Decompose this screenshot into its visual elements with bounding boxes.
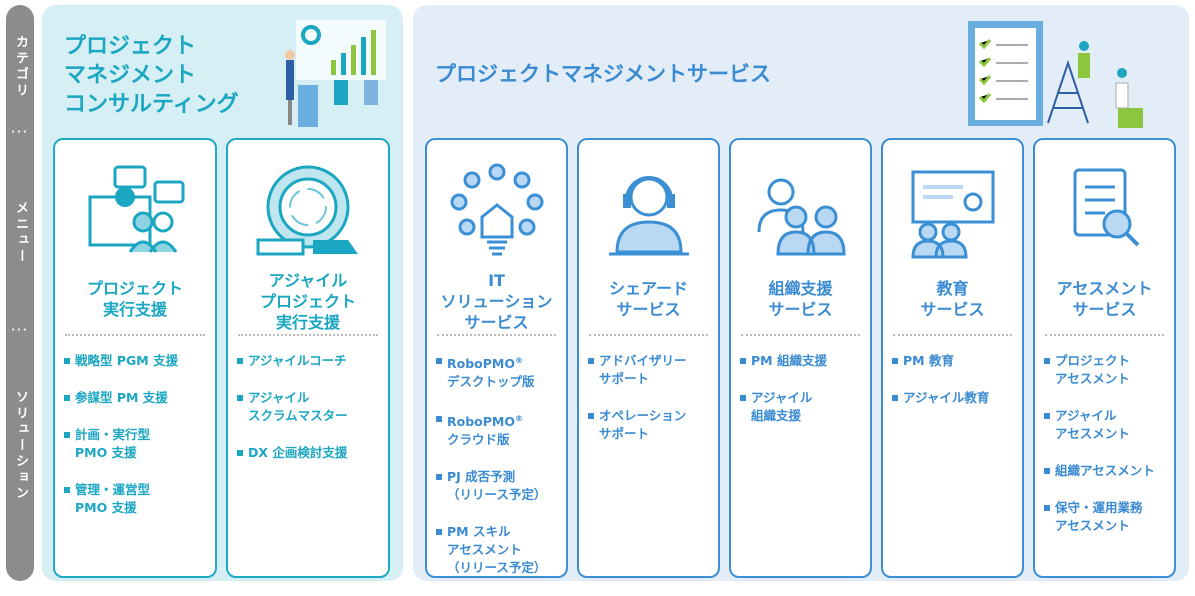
agile-cycle-icon — [228, 162, 388, 262]
menu-card-agile-execution[interactable]: アジャイルプロジェクト実行支援 アジャイルコーチ アジャイルスクラムマスター D… — [226, 138, 390, 578]
divider — [238, 334, 378, 336]
sidebar-divider: ··· — [11, 325, 29, 336]
presentation-discussion-icon — [55, 162, 215, 262]
solution-item[interactable]: アジャイルアセスメント — [1043, 407, 1170, 443]
solution-list: RoboPMO®デスクトップ版 RoboPMO®クラウド版 PJ 成否予測（リリ… — [435, 352, 562, 596]
solution-item[interactable]: PM 組織支援 — [739, 352, 866, 370]
presentation-illustration — [285, 20, 386, 127]
services-title: プロジェクトマネジメントサービス — [435, 62, 771, 86]
solution-list: アドバイザリーサポート オペレーションサポート — [587, 352, 714, 462]
divider — [741, 334, 860, 336]
solution-item[interactable]: オペレーションサポート — [587, 407, 714, 443]
solution-list: PM 教育 アジャイル教育 — [891, 352, 1018, 426]
menu-card-shared-service[interactable]: シェアードサービス アドバイザリーサポート オペレーションサポート — [577, 138, 720, 578]
solution-item[interactable]: アジャイルスクラムマスター — [236, 389, 384, 425]
menu-card-assessment[interactable]: アセスメントサービス プロジェクトアセスメント アジャイルアセスメント 組織アセ… — [1033, 138, 1176, 578]
solution-item[interactable]: アジャイルコーチ — [236, 352, 384, 370]
divider — [893, 334, 1012, 336]
solution-item[interactable]: PM スキルアセスメント（リリース予定） — [435, 523, 562, 577]
solution-item[interactable]: RoboPMO®クラウド版 — [435, 410, 562, 449]
menu-title: アセスメントサービス — [1056, 279, 1153, 319]
sidebar-divider: ··· — [11, 127, 29, 138]
solution-item[interactable]: 保守・運用業務アセスメント — [1043, 499, 1170, 535]
sidebar-solution-label: ソリューション — [13, 390, 28, 502]
checklist-illustration — [968, 21, 1143, 128]
solution-item[interactable]: DX 企画検討支援 — [236, 444, 384, 462]
menu-card-organization-support[interactable]: 組織支援サービス PM 組織支援 アジャイル組織支援 — [729, 138, 872, 578]
solution-item[interactable]: PM 教育 — [891, 352, 1018, 370]
solution-item[interactable]: アドバイザリーサポート — [587, 352, 714, 388]
menu-title: プロジェクト実行支援 — [86, 279, 183, 319]
robot-network-icon — [427, 162, 566, 262]
solution-item[interactable]: アジャイル教育 — [891, 389, 1018, 407]
solution-list: PM 組織支援 アジャイル組織支援 — [739, 352, 866, 444]
solution-item[interactable]: アジャイル組織支援 — [739, 389, 866, 425]
consulting-panel: プロジェクトマネジメントコンサルティング プロジェクト実行支援 戦略型 PGM … — [42, 5, 403, 581]
solution-list: プロジェクトアセスメント アジャイルアセスメント 組織アセスメント 保守・運用業… — [1043, 352, 1170, 554]
solution-list: アジャイルコーチ アジャイルスクラムマスター DX 企画検討支援 — [236, 352, 384, 481]
menu-title: 教育サービス — [920, 279, 985, 319]
sidebar-menu-label: メニュー — [13, 201, 28, 265]
solution-item[interactable]: 参謀型 PM 支援 — [63, 389, 211, 407]
menu-title: シェアードサービス — [608, 279, 689, 319]
solution-item[interactable]: PJ 成否予測（リリース予定） — [435, 468, 562, 504]
divider — [65, 334, 205, 336]
menu-title: アジャイルプロジェクト実行支援 — [259, 271, 356, 332]
headset-operator-icon — [579, 162, 718, 262]
menu-card-education[interactable]: 教育サービス PM 教育 アジャイル教育 — [881, 138, 1024, 578]
solution-item[interactable]: 組織アセスメント — [1043, 462, 1170, 480]
consulting-title: プロジェクトマネジメントコンサルティング — [64, 34, 239, 117]
solution-item[interactable]: RoboPMO®デスクトップ版 — [435, 352, 562, 391]
solution-item[interactable]: 戦略型 PGM 支援 — [63, 352, 211, 370]
divider — [589, 334, 708, 336]
checklist-search-icon — [1035, 162, 1174, 262]
sidebar-category-label: カテゴリ — [13, 35, 28, 99]
solution-item[interactable]: プロジェクトアセスメント — [1043, 352, 1170, 388]
divider — [1045, 334, 1164, 336]
menu-title: 組織支援サービス — [768, 279, 833, 319]
divider — [437, 334, 556, 336]
classroom-icon — [883, 162, 1022, 262]
team-icon — [731, 162, 870, 262]
category-sidebar: カテゴリ ··· メニュー ··· ソリューション — [6, 5, 34, 581]
